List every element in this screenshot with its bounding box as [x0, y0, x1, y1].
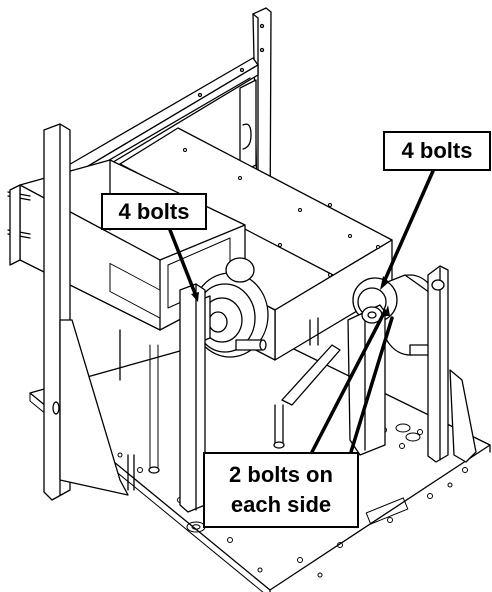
leader-arrowheads — [191, 276, 390, 316]
callout-bottom-2-bolts: 2 bolts on each side — [203, 452, 359, 528]
rear-frame — [59, 57, 259, 189]
leader-lines — [168, 169, 435, 454]
right-upright — [427, 265, 477, 463]
callout-top-right-label: 4 bolts — [401, 138, 473, 163]
callout-top-right-4-bolts: 4 bolts — [383, 131, 491, 171]
left-front-column — [43, 123, 129, 501]
callout-bottom-line1: 2 bolts on — [229, 462, 333, 487]
callout-left-4-bolts: 4 bolts — [101, 193, 207, 230]
center-rod — [273, 317, 341, 449]
left-vertical-post — [119, 283, 206, 513]
callout-left-label: 4 bolts — [118, 199, 190, 224]
callout-bottom-line2: each side — [230, 492, 332, 517]
right-bracket — [347, 304, 386, 456]
